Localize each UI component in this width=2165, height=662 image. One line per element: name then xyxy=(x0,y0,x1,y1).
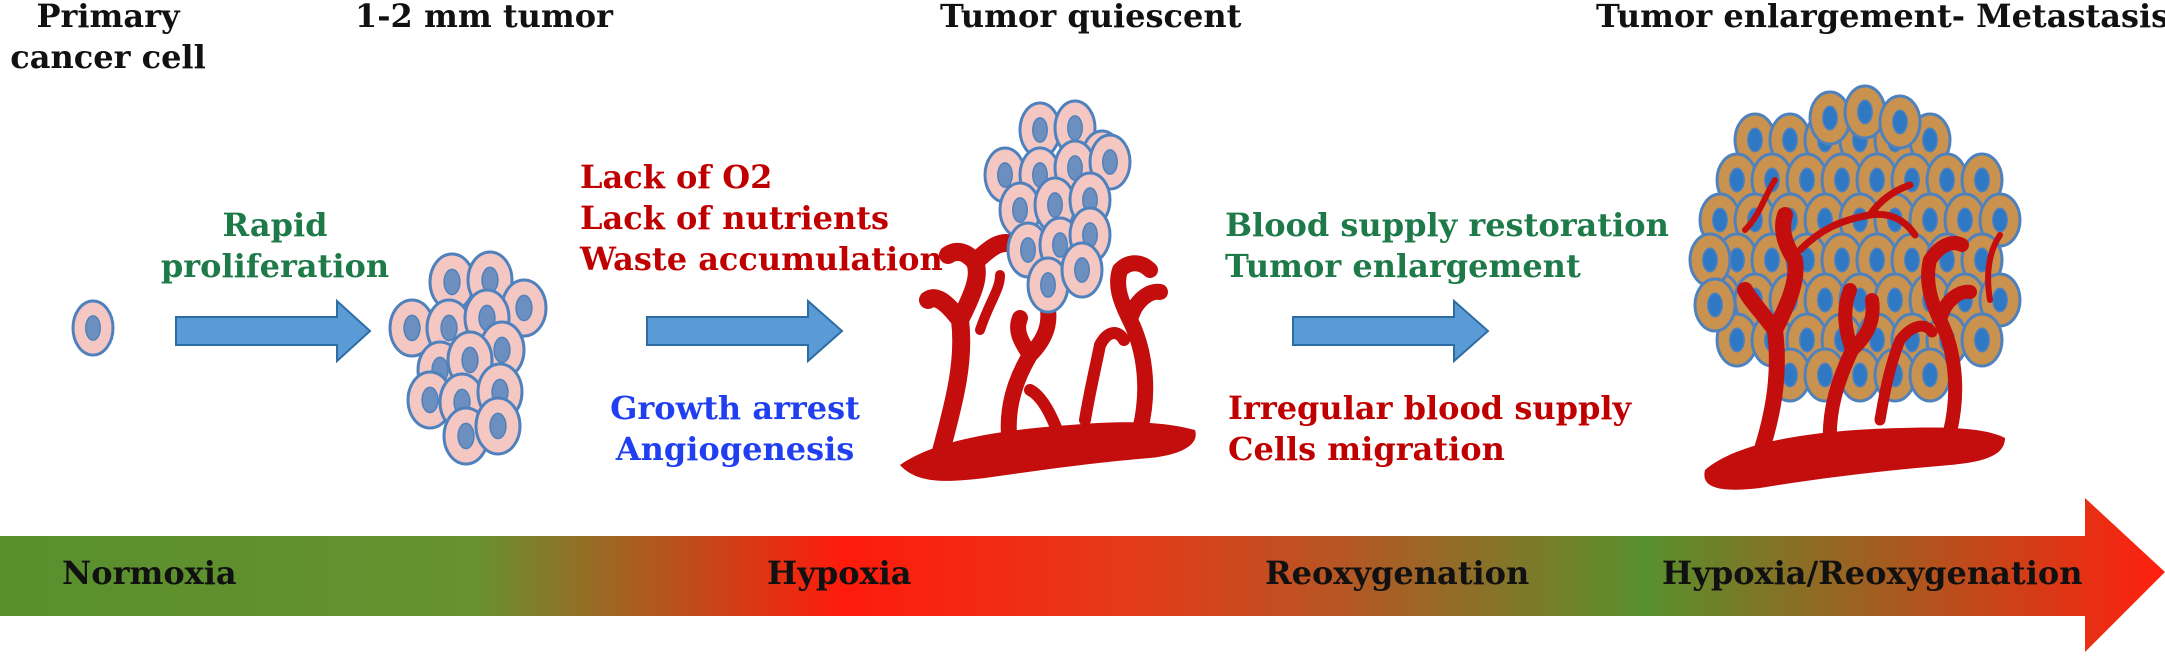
state-hypoxia: Hypoxia xyxy=(767,554,912,592)
step1-line-2: proliferation xyxy=(160,246,390,285)
step1-line-1: Rapid xyxy=(222,206,328,244)
enlarged-tumor-cell xyxy=(1890,152,1934,208)
state-reoxygenation: Reoxygenation xyxy=(1265,554,1530,592)
enlarged-tumor-cell xyxy=(1808,90,1852,146)
process-arrow-3 xyxy=(1292,298,1490,364)
quiescent-tumor-cell xyxy=(1026,256,1070,314)
response-angiogenesis: Angiogenesis xyxy=(615,429,855,468)
header-tumor-quiescent: Tumor quiescent xyxy=(940,0,1242,35)
enlarged-tumor-cell xyxy=(1925,152,1969,208)
header-primary-line-1: Primary xyxy=(36,0,180,35)
effect-irregular-blood-supply: Irregular blood supply xyxy=(1228,389,1632,427)
blood-vessel-network xyxy=(900,234,1196,481)
stressor-lack-of-o2: Lack of O2 xyxy=(580,158,773,196)
quiescent-tumor-cluster xyxy=(983,99,1132,314)
hypoxia-response: Growth arrest Angiogenesis xyxy=(585,388,885,470)
small-tumor-cell xyxy=(500,278,548,338)
process-arrow-1 xyxy=(175,298,372,364)
stressor-waste-accumulation: Waste accumulation xyxy=(580,239,943,278)
stressor-lack-of-nutrients: Lack of nutrients xyxy=(580,198,890,237)
enlarged-tumor-cell xyxy=(1960,312,2004,368)
header-primary-line-2: cancer cell xyxy=(10,37,206,76)
tumor-vasculature xyxy=(1704,177,2005,490)
enlarged-tumor-cell xyxy=(1688,232,1732,288)
header-mm-tumor: 1-2 mm tumor xyxy=(355,0,613,35)
effect-tumor-enlargement: Tumor enlargement xyxy=(1225,246,1581,285)
primary-cell xyxy=(71,299,115,357)
step-rapid-proliferation: Rapid proliferation xyxy=(150,205,400,287)
effect-cells-migration: Cells migration xyxy=(1228,429,1505,468)
metastasis-effects: Irregular blood supply Cells migration xyxy=(1228,388,1631,470)
header-tumor-enlargement: Tumor enlargement- Metastasis xyxy=(1596,0,2165,35)
effect-blood-supply-restoration: Blood supply restoration xyxy=(1225,206,1669,244)
enlarged-tumor-cell xyxy=(1693,277,1737,333)
small-tumor-cluster xyxy=(388,250,548,466)
hypoxia-stressors: Lack of O2 Lack of nutrients Waste accum… xyxy=(580,157,943,280)
enlarged-tumor-cell xyxy=(1908,347,1952,403)
response-growth-arrest: Growth arrest xyxy=(610,389,860,427)
small-tumor-cell xyxy=(388,298,436,358)
reoxygenation-effects: Blood supply restoration Tumor enlargeme… xyxy=(1225,205,1669,287)
enlarged-tumor-cluster xyxy=(1688,84,2022,403)
enlarged-tumor-cell xyxy=(1878,94,1922,150)
header-primary-cancer-cell: Primary cancer cell xyxy=(8,0,208,78)
quiescent-tumor-cell xyxy=(1060,241,1104,299)
oxygen-gradient-bar xyxy=(0,498,2165,652)
small-tumor-cell xyxy=(474,396,522,456)
process-arrow-2 xyxy=(646,298,844,364)
state-normoxia: Normoxia xyxy=(62,554,237,592)
enlarged-tumor-cell xyxy=(1843,84,1887,140)
primary-cancer-cell xyxy=(71,299,115,357)
state-hypoxia-reoxygenation: Hypoxia/Reoxygenation xyxy=(1662,554,2083,592)
enlarged-tumor-cell xyxy=(1978,192,2022,248)
